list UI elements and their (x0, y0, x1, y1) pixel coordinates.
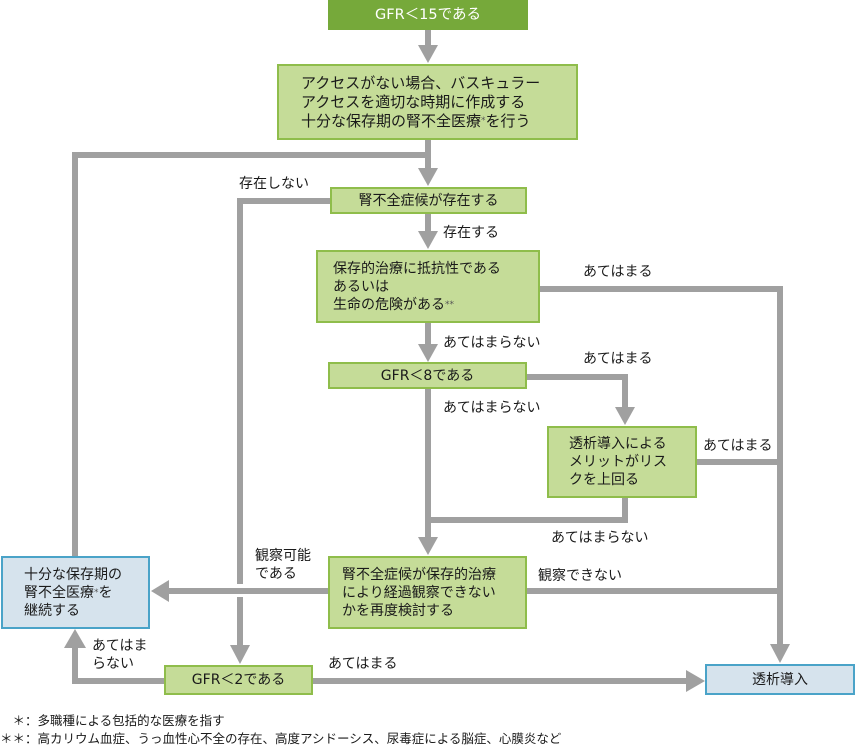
connector-gfr8-applies-vertical (622, 374, 628, 408)
connector-gfr8-not-applies (425, 388, 431, 538)
continue-line-2-tail: を (98, 584, 113, 601)
symptoms-node: 腎不全症候が存在する (330, 187, 527, 214)
footnote-mark: * (94, 587, 99, 598)
reexamine-line-2: により経過観察できない (342, 584, 496, 601)
dialysis-node: 透析導入 (705, 664, 855, 695)
label-not-applies-gfr2-line-1: あてはま (92, 638, 148, 654)
connector-right-vertical (777, 286, 783, 645)
arrowhead-gfr2 (230, 645, 250, 664)
access-line-2: アクセスを適切な時期に作成する (301, 92, 526, 111)
access-line-3-tail: を行う (485, 111, 531, 130)
arrowhead-dialysis-left (686, 670, 705, 692)
connector-resistant-applies (540, 286, 782, 292)
arrowhead-continue (151, 580, 169, 602)
label-observable: 観察可能 である (255, 547, 311, 583)
footnote-2-text: 高カリウム血症、うっ血性心不全の存在、高度アシドーシス、尿毒症による脳症、心膜炎… (37, 731, 562, 746)
resistant-line-1: 保存的治療に抵抗性である (333, 260, 501, 277)
gfr8-node: GFR＜8である (328, 362, 527, 389)
access-line-3: 十分な保存期の腎不全医療*を行う (301, 112, 576, 131)
footnote-1-text: 多職種による包括的な医療を指す (37, 713, 225, 728)
footnote-2: ＊＊：高カリウム血症、うっ血性心不全の存在、高度アシドーシス、尿毒症による脳症、… (0, 731, 561, 746)
resistant-line-3: 生命の危険がある** (333, 296, 538, 314)
arrowhead-continue-bottom (64, 629, 86, 648)
merit-node: 透析導入による メリットがリス クを上回る (547, 426, 697, 498)
label-observable-line-1: 観察可能 (255, 548, 311, 564)
arrowhead-reexamine (418, 537, 438, 555)
continue-line-2-text: 腎不全医療 (24, 584, 94, 601)
continue-line-3: 継続する (24, 602, 80, 619)
footnote-mark: ** (445, 299, 454, 310)
connector-gfr2-not-applies-vertical (72, 646, 78, 684)
connector-merit-not-applies-vertical (622, 498, 628, 523)
label-not-applies-merit: あてはまらない (551, 530, 649, 546)
connector-symptoms-resistant (425, 214, 431, 232)
symptoms-node-text: 腎不全症候が存在する (358, 192, 499, 209)
resistant-node: 保存的治療に抵抗性である あるいは 生命の危険がある** (316, 250, 540, 323)
gfr8-node-text: GFR＜8である (380, 367, 475, 384)
connector-not-present-vertical-lower (237, 597, 243, 646)
label-not-applies-resistant: あてはまらない (443, 335, 541, 351)
connector-not-present-horizontal (237, 198, 330, 204)
label-not-applies-gfr2-line-2: らない (92, 656, 134, 672)
arrowhead-merit (615, 407, 635, 425)
label-applies-gfr2: あてはまる (328, 656, 398, 672)
merit-line-2: メリットがリス (569, 454, 667, 470)
label-applies-merit: あてはまる (703, 438, 773, 454)
footnote-1-mark: ＊： (0, 713, 38, 728)
arrowhead-gfr8 (418, 344, 438, 362)
footnote-2-mark: ＊＊： (0, 731, 38, 746)
label-not-applies-gfr2: あてはま らない (92, 637, 147, 673)
connector-gfr2-applies (313, 678, 687, 684)
start-node: GFR＜15である (328, 0, 528, 30)
label-not-applies-gfr8: あてはまらない (443, 400, 541, 416)
arrowhead-access (418, 45, 438, 63)
resistant-line-3-text: 生命の危険がある (333, 296, 445, 313)
connector-resistant-gfr8 (425, 323, 431, 345)
label-not-present: 存在しない (239, 176, 309, 192)
footnote-1: ＊：多職種による包括的な医療を指す (0, 713, 225, 728)
label-present: 存在する (443, 225, 499, 241)
reexamine-line-3: かを再度検討する (342, 602, 454, 619)
merit-line-1: 透析導入による (569, 436, 667, 452)
merit-line-3: クを上回る (569, 472, 639, 488)
access-line-1: アクセスがない場合、バスキュラー (301, 73, 541, 92)
gfr2-node-text: GFR＜2である (191, 672, 286, 688)
continue-node: 十分な保存期の 腎不全医療*を 継続する (1, 556, 150, 629)
connector-continue-loop-vertical (72, 152, 78, 556)
connector-gfr2-not-applies-horizontal (72, 678, 164, 684)
connector-gfr8-applies-horizontal (527, 374, 628, 380)
connector-not-present-vertical-upper (237, 198, 243, 584)
arrowhead-symptoms (418, 168, 438, 186)
label-applies-gfr8: あてはまる (583, 351, 653, 367)
start-node-text: GFR＜15である (375, 7, 481, 23)
dialysis-node-text: 透析導入 (752, 671, 808, 688)
label-observable-line-2: である (255, 566, 297, 582)
connector-merit-not-applies-horizontal (425, 517, 628, 523)
access-node: アクセスがない場合、バスキュラー アクセスを適切な時期に作成する 十分な保存期の… (277, 64, 578, 140)
gfr2-node: GFR＜2である (164, 665, 313, 695)
reexamine-node: 腎不全症候が保存的治療 により経過観察できない かを再度検討する (328, 556, 527, 629)
reexamine-line-1: 腎不全症候が保存的治療 (342, 566, 496, 583)
connector-continue-loop-horizontal (72, 152, 431, 158)
connector-not-observable (527, 588, 780, 594)
resistant-line-2: あるいは (333, 278, 389, 295)
access-line-3-text: 十分な保存期の腎不全医療 (301, 111, 482, 130)
connector-observable (168, 588, 330, 594)
continue-line-1: 十分な保存期の (24, 566, 122, 583)
label-not-observable: 観察できない (538, 568, 622, 584)
connector-merit-applies (697, 459, 780, 465)
label-applies-resistant: あてはまる (583, 264, 653, 280)
footnote-mark: * (481, 115, 486, 126)
arrowhead-dialysis-top (770, 644, 790, 663)
continue-line-2: 腎不全医療*を (24, 584, 148, 602)
arrowhead-resistant (418, 231, 438, 249)
connector-start-access (425, 30, 431, 45)
